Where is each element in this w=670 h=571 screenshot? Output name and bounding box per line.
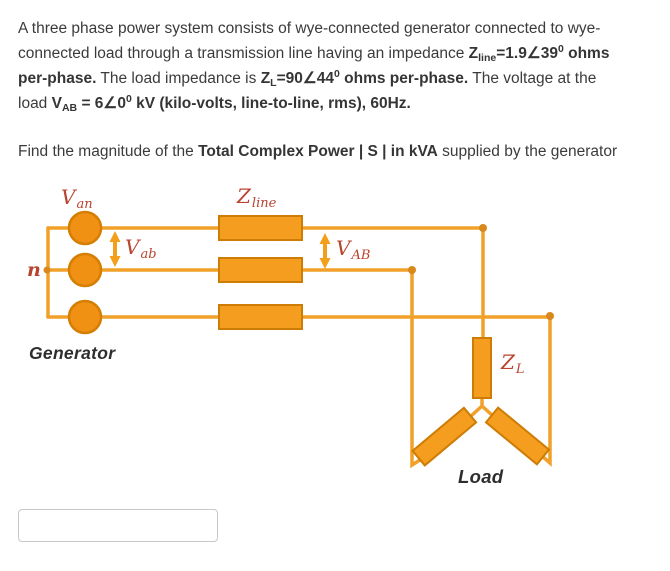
zline-resistor-phase-a — [218, 215, 303, 241]
label-zL: ZL — [501, 350, 525, 377]
load-impedance-phase-a — [472, 337, 492, 399]
phase-c-drop-wire — [540, 315, 552, 467]
neutral-junction-dot — [43, 266, 51, 274]
label-zline: Zline — [237, 184, 277, 211]
zline-resistor-phase-c — [218, 304, 303, 330]
phase-b-drop-wire — [410, 268, 425, 469]
generator-phase-c-source — [67, 299, 103, 335]
generator-phase-b-source — [67, 252, 103, 288]
generator-phase-a-source — [67, 210, 103, 246]
load-impedance-phase-c — [484, 406, 551, 466]
problem-line: A three phase power system consists of w… — [18, 20, 601, 37]
vAB-voltage-arrow — [319, 233, 331, 269]
load-impedance-phase-b — [411, 406, 478, 467]
problem-line: per-phase. The load impedance is ZL=90∠4… — [18, 68, 597, 89]
problem-line: load VAB = 6∠00 kV (kilo-volts, line-to-… — [18, 93, 411, 114]
label-vab: Vab — [125, 235, 157, 262]
phase-a-corner-dot — [479, 224, 487, 232]
label-generator: Generator — [29, 343, 116, 363]
load-neutral-stub-wire — [469, 396, 495, 418]
label-vAB: VAB — [336, 236, 371, 263]
label-load: Load — [458, 466, 504, 487]
zline-resistor-phase-b — [218, 257, 303, 283]
problem-statement: A three phase power system consists of w… — [18, 16, 666, 116]
answer-input[interactable] — [18, 509, 218, 542]
label-neutral-n: n — [27, 259, 41, 281]
question-text: Find the magnitude of the Total Complex … — [18, 143, 618, 160]
phase-b-corner-dot — [408, 266, 416, 274]
problem-line: connected load through a transmission li… — [18, 43, 610, 64]
label-van: Van — [61, 185, 93, 212]
vab-voltage-arrow — [109, 231, 121, 267]
phase-c-corner-dot — [546, 312, 554, 320]
